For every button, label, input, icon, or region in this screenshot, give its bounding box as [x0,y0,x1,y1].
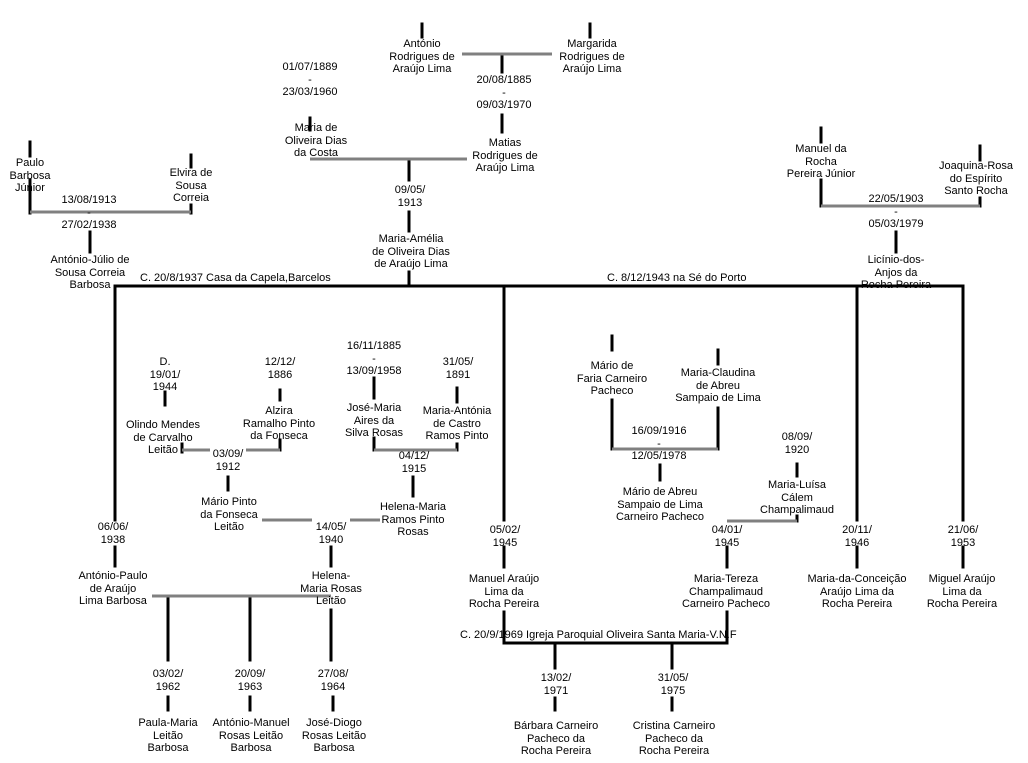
person-maria-amelia: Maria-Amélia de Oliveira Dias de Araújo … [372,233,450,270]
dates-maria-antonia: 31/05/ 1891 [442,356,474,381]
person-barbara: Bárbara Carneiro Pacheco da Rocha Pereir… [513,720,599,757]
dates-jose-diogo: 27/08/ 1964 [317,668,349,693]
person-maria-antonia: Maria-Antónia de Castro Ramos Pinto [422,405,492,442]
person-maria-claudina: Maria-Claudina de Abreu Sampaio de Lima [675,367,761,404]
dates-paulo-elvira: 13/08/1913 - 27/02/1938 [61,194,117,231]
person-paulo-barbosa: Paulo Barbosa Júnior [9,157,51,194]
dates-mario-abreu: 16/09/1916 - 12/05/1978 [631,425,687,462]
dates-maria-oliveira: 01/07/1889 - 23/03/1960 [282,61,338,98]
person-manuel-rocha: Manuel da Rocha Pereira Júnior [786,143,856,180]
dates-miguel: 21/06/ 1953 [947,524,979,549]
person-margarida: Margarida Rodrigues de Araújo Lima [559,38,625,75]
person-helena-rosas: Helena- Maria Rosas Leitão [300,570,362,607]
person-mario-faria: Mário de Faria Carneiro Pacheco [576,360,648,397]
person-maria-oliveira: Maria de Oliveira Dias da Costa [284,122,348,159]
person-joaquina: Joaquina-Rosa do Espírito Santo Rocha [939,160,1013,197]
person-jose-diogo: José-Diogo Rosas Leitão Barbosa [301,717,367,754]
person-antonio-julio: António-Júlio de Sousa Correia Barbosa [50,254,130,291]
dates-manuel-araujo: 05/02/ 1945 [489,524,521,549]
person-mario-pinto: Mário Pinto da Fonseca Leitão [200,496,258,533]
dates-mario-pinto: 03/09/ 1912 [212,448,244,473]
person-antonio-manuel: António-Manuel Rosas Leitão Barbosa [212,717,290,754]
person-antonio-paulo: António-Paulo de Araújo Lima Barbosa [78,570,148,607]
person-jose-maria: José-Maria Aires da Silva Rosas [344,402,404,439]
person-matias: Matias Rodrigues de Araújo Lima [472,137,538,174]
person-antonio-rodrigues: António Rodrigues de Araújo Lima [389,38,455,75]
person-cristina: Cristina Carneiro Pacheco da Rocha Perei… [632,720,716,757]
marriage-label-first: C. 20/8/1937 Casa da Capela,Barcelos [140,272,331,284]
dates-barbara: 13/02/ 1971 [540,672,572,697]
person-maria-conceicao: Maria-da-Conceição Araújo Lima da Rocha … [807,573,907,610]
dates-antonio-manuel: 20/09/ 1963 [234,668,266,693]
person-elvira: Elvira de Sousa Correia [169,167,213,204]
marriage-label-second: C. 8/12/1943 na Sé do Porto [607,272,747,284]
person-maria-luisa: Maria-Luísa Cálem Champalimaud [760,479,834,516]
dates-olindo: D. 19/01/ 1944 [149,356,181,393]
dates-manuel-joaquina: 22/05/1903 - 05/03/1979 [868,193,924,230]
dates-paula: 03/02/ 1962 [152,668,184,693]
person-paula-maria: Paula-Maria Leitão Barbosa [138,717,198,754]
person-manuel-araujo: Manuel Araújo Lima da Rocha Pereira [468,573,540,610]
person-olindo: Olindo Mendes de Carvalho Leitão [126,419,200,456]
dates-cristina: 31/05/ 1975 [657,672,689,697]
marriage-label-manuel-tereza: C. 20/9/1969 Igreja Paroquial Oliveira S… [460,629,737,641]
dates-maria-conceicao: 20/11/ 1946 [842,524,872,549]
person-helena-maria: Helena-Maria Ramos Pinto Rosas [379,501,447,538]
dates-alzira: 12/12/ 1886 [264,356,296,381]
dates-maria-amelia: 09/05/ 1913 [394,184,426,209]
dates-antonio-paulo: 06/06/ 1938 [97,521,129,546]
person-licinio: Licínio-dos- Anjos da Rocha Pereira [860,254,932,291]
dates-maria-luisa: 08/09/ 1920 [781,431,813,456]
dates-helena-rosas: 14/05/ 1940 [315,521,347,546]
person-alzira: Alzira Ramalho Pinto da Fonseca [242,405,316,442]
dates-helena-maria: 04/12/ 1915 [398,450,430,475]
person-miguel: Miguel Araújo Lima da Rocha Pereira [926,573,998,610]
person-mario-abreu: Mário de Abreu Sampaio de Lima Carneiro … [615,486,705,523]
dates-maria-tereza: 04/01/ 1945 [711,524,743,549]
dates-matias: 20/08/1885 - 09/03/1970 [476,74,532,111]
dates-jose-maria: 16/11/1885 - 13/09/1958 [346,340,402,377]
person-maria-tereza: Maria-Tereza Champalimaud Carneiro Pache… [681,573,771,610]
